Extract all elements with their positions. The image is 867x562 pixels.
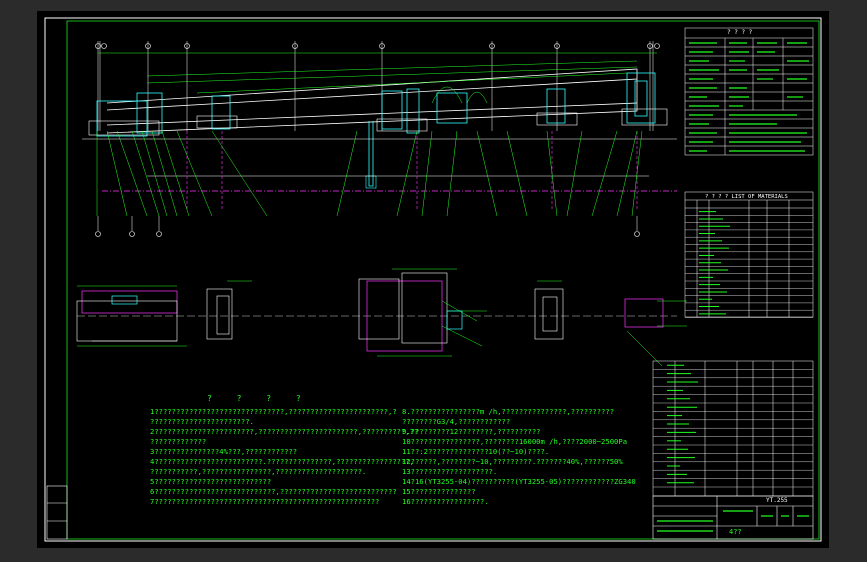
technical-notes-title: ? ? ? ? (207, 394, 311, 403)
note-line: 5??????????????????????????? (150, 477, 272, 486)
technical-notes-right: 8.????????????????m /h,???????????????,?… (402, 407, 636, 507)
spec-table (684, 27, 814, 156)
note-line: ????????G3/4,???????????? (402, 417, 511, 426)
title-block-label: 4?? (729, 528, 742, 536)
note-line: 8.????????????????m /h,???????????????,?… (402, 407, 615, 416)
parts-list-rows (685, 211, 813, 318)
technical-notes-left: 1??????????????????????????????,????????… (150, 407, 418, 507)
note-line: 11??:2??????????????10(??~10)????. (402, 447, 550, 456)
note-line: 10????????????????,????????16000m /h,???… (402, 437, 628, 446)
note-line: ????????????? (150, 437, 207, 446)
spec-table-text (689, 42, 809, 152)
note-line: 2???????????????????????,???????????????… (150, 427, 419, 436)
note-line: 6????????????????????????????,??????????… (150, 487, 397, 496)
binding-strip (46, 485, 68, 540)
plan-view (76, 268, 687, 367)
note-line: ???????????,????????????????,???????????… (150, 467, 367, 476)
sheet-border (44, 17, 822, 542)
inner-frame (66, 20, 820, 540)
note-line: 14?16(YT3255-04)??????????(YT3255-05)???… (402, 477, 636, 486)
drawing-number: YT.255 (766, 497, 788, 504)
note-line: 9.?????????12????????,?????????? (402, 427, 541, 436)
elevation-view (82, 41, 677, 237)
parts-table-heading: ? ? ? ? LIST OF MATERIALS (705, 194, 788, 200)
note-line: 3???????????????4%???,???????????? (150, 447, 298, 456)
title-block (652, 495, 814, 540)
cad-drawing (44, 17, 822, 542)
note-line: ???????????????????????. (150, 417, 254, 426)
parts-list-table (684, 191, 814, 318)
note-line: 12??????,????????~10,?????????.???????40… (402, 457, 623, 466)
note-line: 15??????????????? (402, 487, 476, 496)
note-line: 16?????????????????. (402, 497, 489, 506)
note-line: 1??????????????????????????????,????????… (150, 407, 397, 416)
spec-table-heading: ? ? ? ? (727, 29, 753, 36)
drawing-sheet: YT.255 4?? ? ? ? ? ? ? ? ? LIST OF MATER… (37, 11, 829, 548)
note-line: 7???????????????????????????????????????… (150, 497, 380, 506)
bom-rows (653, 364, 813, 488)
note-line: 4?????????????????????????.?????????????… (150, 457, 414, 466)
note-line: 13???????????????????. (402, 467, 498, 476)
bom-table (652, 360, 814, 497)
